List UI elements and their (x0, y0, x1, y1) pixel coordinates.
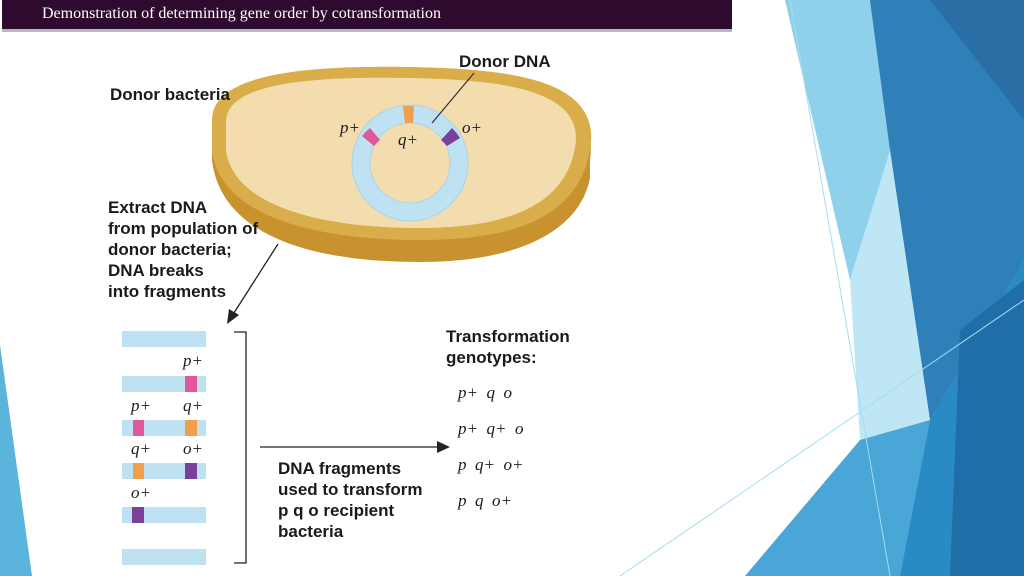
genotype-list: p+ q o p+ q+ o p q+ o+ p q o+ (458, 380, 523, 524)
plasmid-label-p: p+ (340, 118, 360, 137)
extract-line: from population of (108, 219, 259, 238)
q-marker (185, 420, 197, 436)
genotypes-title: Transformation genotypes: (446, 326, 570, 368)
plasmid-label-o: o+ (462, 118, 482, 137)
fragment-label-o: o+ (131, 483, 151, 502)
extract-line: into fragments (108, 282, 227, 301)
fragment-label-q: q+ (183, 396, 203, 415)
fragment-bar (122, 331, 206, 347)
donor-cell (212, 66, 592, 262)
donor-dna-ring (351, 104, 469, 222)
fragment-bar (122, 549, 206, 565)
fragments-bracket (234, 331, 247, 564)
left-decoration (0, 345, 32, 576)
fragment-note-line: used to transform (278, 480, 423, 499)
genotypes-title-line: genotypes: (446, 348, 537, 367)
fragment-note-line: DNA fragments (278, 459, 402, 478)
o-marker (185, 463, 197, 479)
extract-line: Extract DNA (108, 198, 208, 217)
donor-dna-pointer (431, 72, 475, 124)
dna-fragments (122, 331, 206, 565)
genotype-row: p q o+ (458, 491, 512, 510)
q-marker (133, 463, 144, 479)
fragment-label-p: p+ (131, 396, 151, 415)
fragment-label-q: q+ (131, 439, 151, 458)
extract-arrow (227, 243, 279, 324)
fragment-label-p: p+ (183, 351, 203, 370)
title-bar: Demonstration of determining gene order … (2, 0, 732, 32)
extract-line: donor bacteria; (108, 240, 232, 259)
genotype-row: p+ q+ o (458, 419, 524, 438)
fragment-note-line: bacteria (278, 522, 344, 541)
donor-bacteria-label: Donor bacteria (110, 85, 230, 104)
slide-title: Demonstration of determining gene order … (42, 5, 441, 22)
fragment-note: DNA fragments used to transform p q o re… (278, 458, 423, 542)
genotypes-title-line: Transformation (446, 327, 570, 346)
right-decoration (619, 0, 1024, 576)
fragment-note-line: p q o recipient (278, 501, 395, 520)
extract-line: DNA breaks (108, 261, 204, 280)
genotype-row: p q+ o+ (458, 455, 524, 474)
fragment-label-o: o+ (183, 439, 203, 458)
o-marker (132, 507, 144, 523)
transform-arrow (260, 441, 450, 453)
p-marker (133, 420, 144, 436)
p-marker (185, 376, 197, 392)
extract-dna-text: Extract DNA from population of donor bac… (108, 197, 258, 302)
donor-dna-label: Donor DNA (459, 52, 551, 71)
plasmid-label-q: q+ (398, 130, 418, 149)
genotype-row: p+ q o (458, 383, 512, 402)
